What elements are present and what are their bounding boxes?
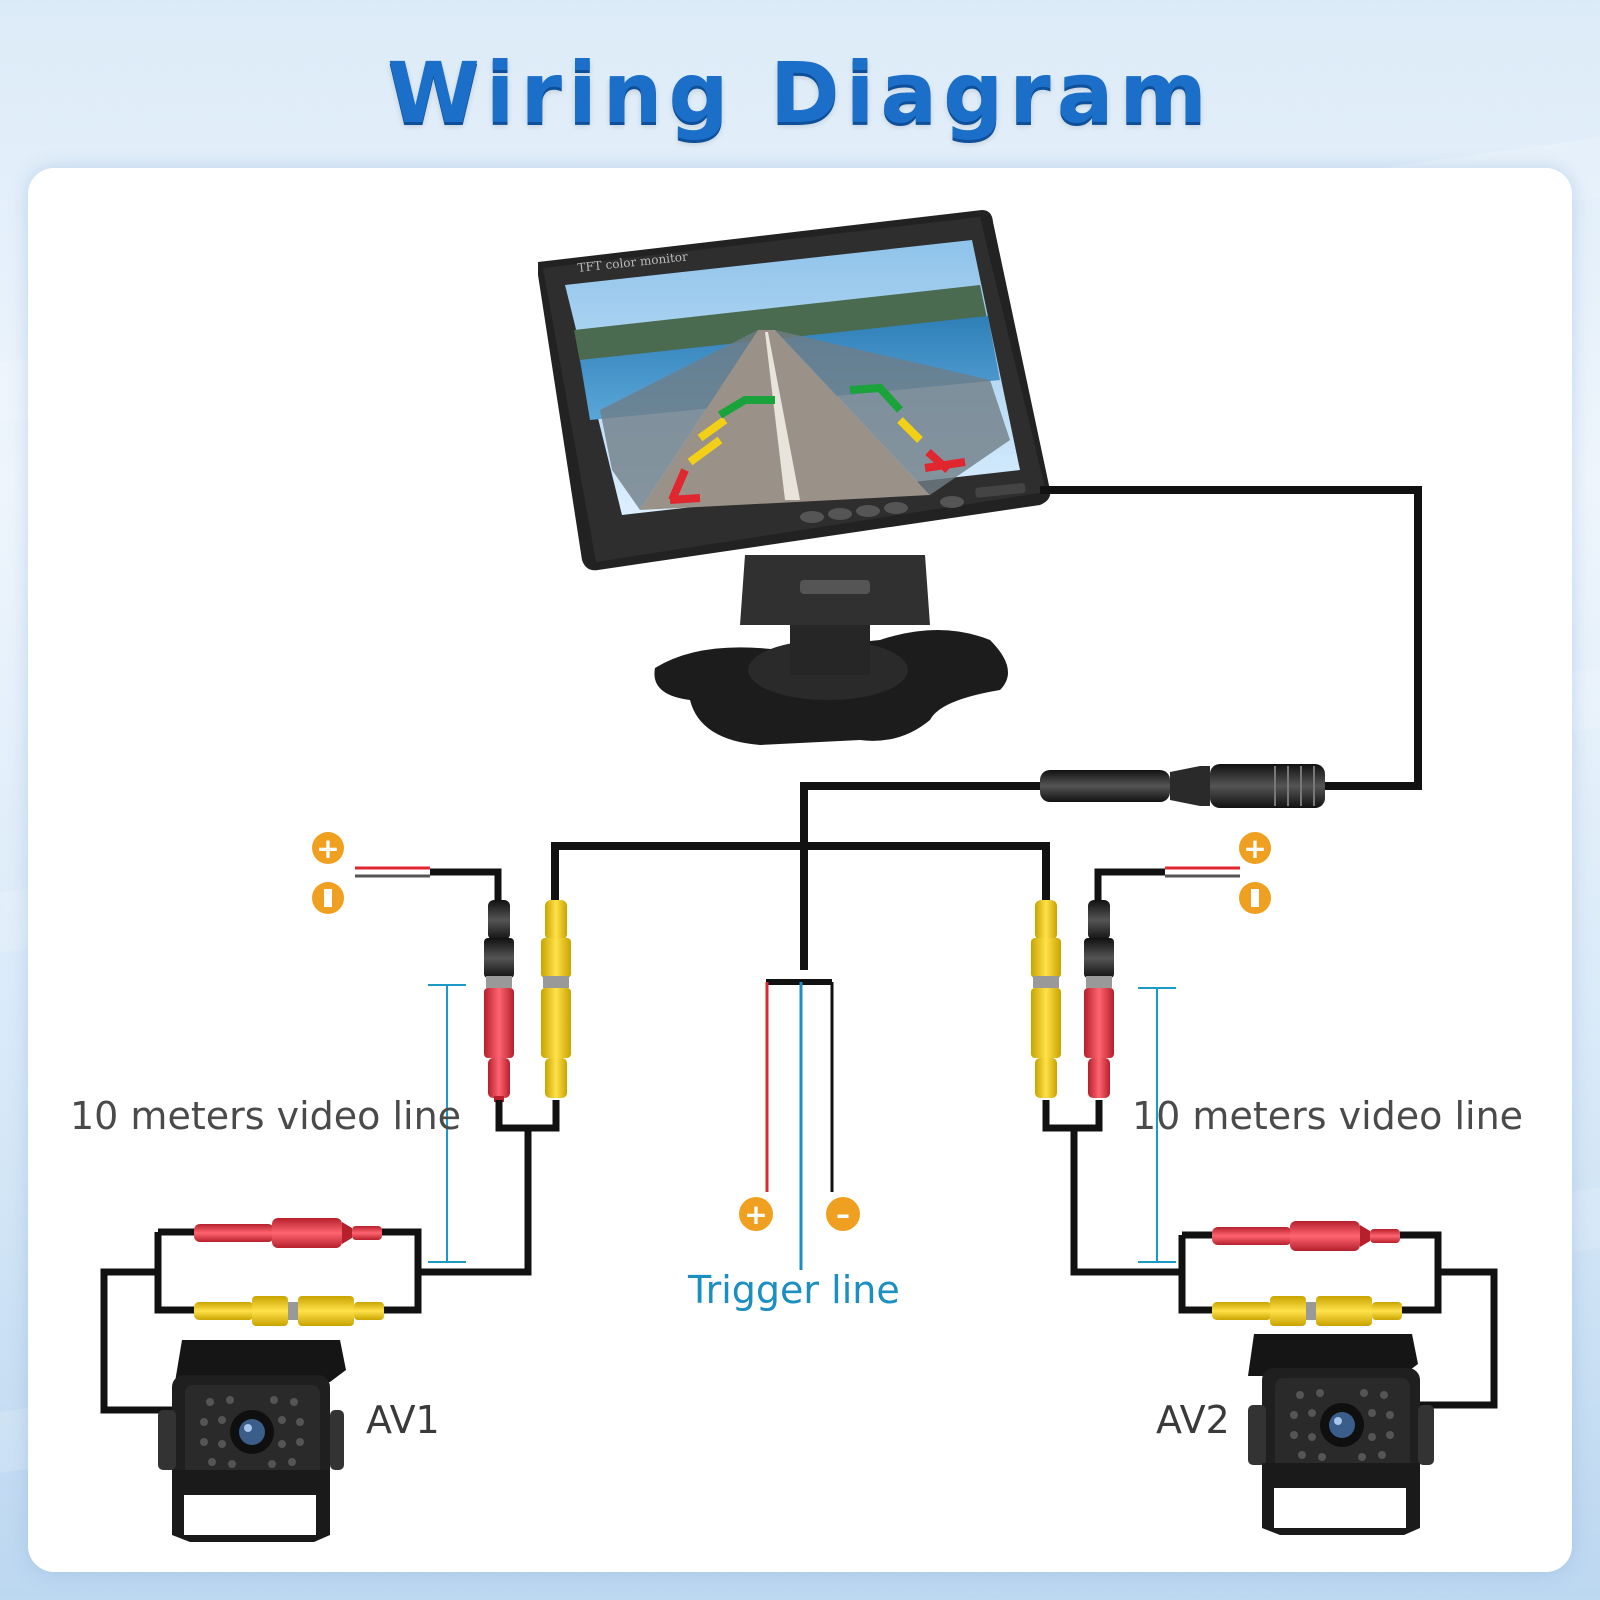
monitor: TFT color monitor: [538, 210, 1051, 745]
right-length-marker: [1138, 987, 1176, 1263]
main-cable-connector: [1040, 764, 1325, 808]
trigger-line: [765, 979, 834, 1270]
trigger-line-label: Trigger line: [688, 1268, 900, 1312]
video-line-label-left: 10 meters video line: [70, 1094, 462, 1138]
right-red-socket: [1084, 988, 1114, 1098]
trigger-plus-terminal: +: [739, 1197, 773, 1231]
left-length-marker: [428, 984, 466, 1263]
page-title: Wiring Diagram: [387, 44, 1213, 142]
right-plus-terminal: +: [1239, 832, 1271, 865]
plus-symbol: +: [744, 1198, 767, 1231]
right-camera: [1248, 1334, 1434, 1535]
camera-label-av2: AV2: [1156, 1398, 1230, 1442]
left-red-socket: [484, 988, 514, 1102]
plus-symbol: +: [1243, 832, 1266, 865]
right-dc-plug: [1084, 900, 1114, 988]
left-yellow-rca-plug: [541, 900, 571, 988]
left-dc-plug: [484, 900, 514, 988]
video-line-label-right: 10 meters video line: [1132, 1094, 1524, 1138]
left-yellow-rca-socket: [541, 988, 571, 1098]
monitor-screen: [565, 240, 1020, 515]
right-yellow-rca-plug: [1031, 900, 1061, 988]
right-minus-terminal: [1239, 882, 1271, 914]
right-power-lead: [1094, 866, 1240, 902]
monitor-buttons: [800, 483, 1026, 523]
right-yellow-rca-socket: [1031, 988, 1061, 1098]
left-minus-terminal: [312, 882, 344, 914]
trigger-minus-terminal: –: [826, 1197, 860, 1231]
right-video-cable: [1042, 1100, 1182, 1276]
minus-symbol: –: [836, 1198, 850, 1231]
plus-symbol: +: [316, 832, 339, 865]
left-camera: [158, 1340, 346, 1542]
left-camera-harness: [100, 1218, 422, 1414]
camera-label-av1: AV1: [366, 1398, 440, 1442]
left-video-cable: [418, 1100, 560, 1276]
left-power-lead: [355, 866, 502, 902]
left-plus-terminal: +: [312, 832, 344, 865]
right-camera-harness: [1178, 1221, 1498, 1409]
